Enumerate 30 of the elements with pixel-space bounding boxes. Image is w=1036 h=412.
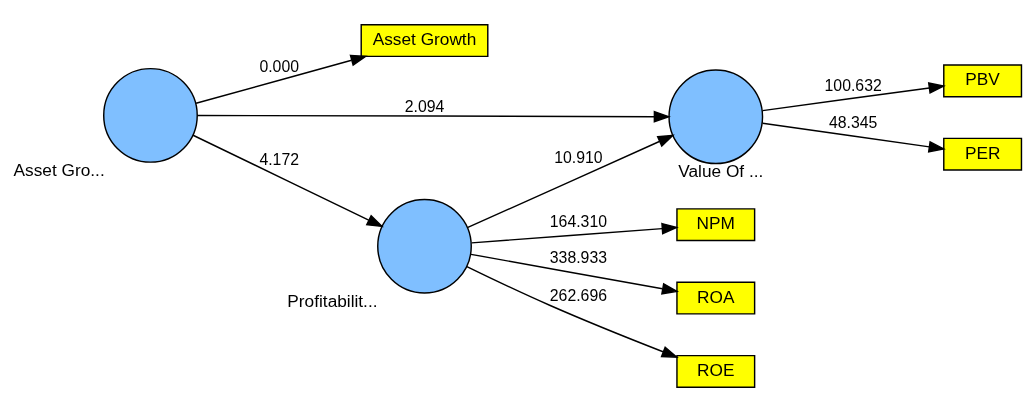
node-box: NPM — [676, 208, 756, 242]
arrow — [195, 54, 368, 104]
arrow — [467, 134, 675, 229]
node-label: Asset Gro... — [13, 159, 105, 180]
node-box: PER — [943, 137, 1023, 171]
node-circle — [668, 69, 764, 165]
edge-label: 10.910 — [554, 148, 603, 166]
edge-label: 262.696 — [549, 286, 607, 304]
node-box: PBV — [943, 64, 1023, 98]
arrow — [761, 122, 946, 153]
arrow — [470, 253, 680, 295]
edge-label: 48.345 — [828, 114, 878, 132]
edge-label: 164.310 — [549, 213, 607, 231]
node-circle — [103, 67, 198, 163]
node-label: Value Of ... — [678, 161, 764, 182]
edge-label: 0.000 — [259, 57, 299, 75]
arrow — [470, 222, 679, 244]
edge-label: 4.172 — [259, 151, 299, 169]
node-circle — [377, 198, 472, 294]
edge-label: 2.094 — [404, 98, 445, 116]
arrow — [466, 265, 679, 358]
node-label: Profitabilit... — [287, 290, 378, 311]
edge-label: 338.933 — [549, 249, 607, 267]
arrow — [761, 82, 946, 112]
arrow — [192, 134, 384, 228]
arrow — [196, 110, 671, 123]
edge-label: 100.632 — [824, 76, 882, 94]
node-box: ROA — [676, 281, 756, 315]
node-box: Asset Growth — [360, 24, 489, 58]
node-box: ROE — [676, 354, 756, 388]
